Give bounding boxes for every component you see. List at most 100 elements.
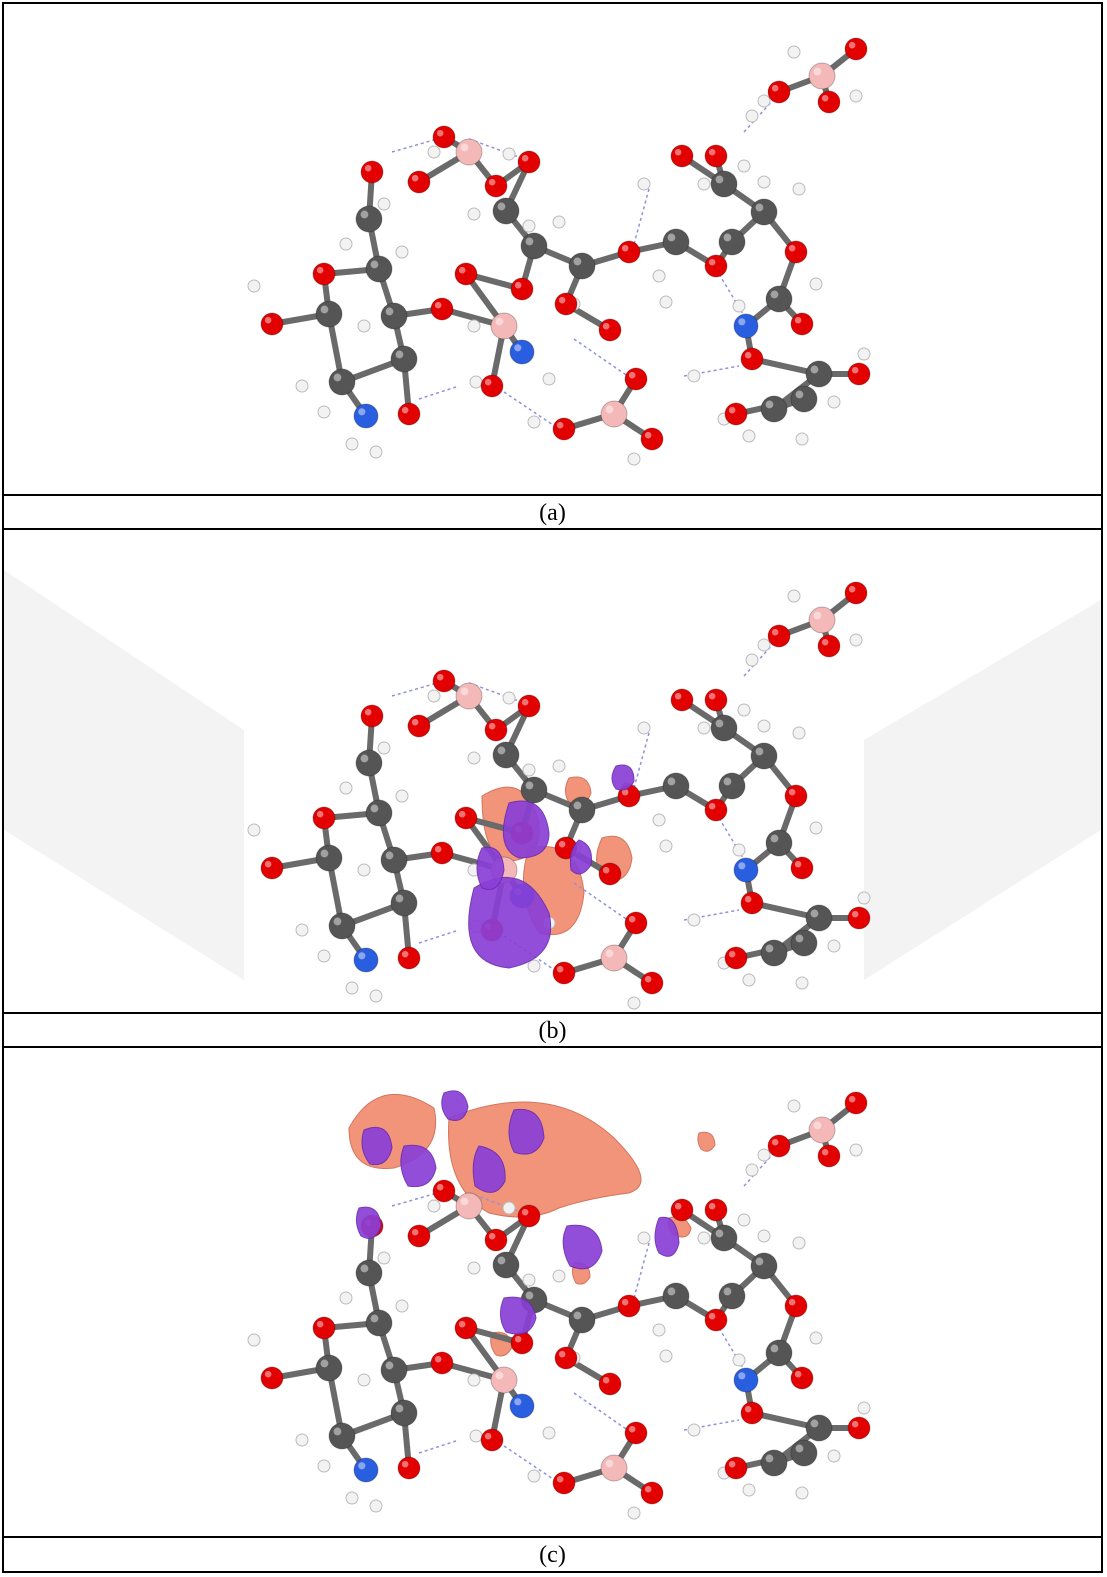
hydrogen-atom [369, 1499, 383, 1513]
hydrogen-atom [737, 1213, 751, 1227]
nitrogen-atom [733, 313, 759, 339]
oxygen-atom [552, 961, 576, 985]
hydrogen-atom [787, 589, 801, 603]
oxygen-atom [484, 718, 508, 742]
carbon-atom [760, 395, 788, 423]
hydrogen-atom [849, 633, 863, 647]
carbon-atom [710, 714, 738, 742]
boron-atom [808, 62, 836, 90]
oxygen-atom [790, 1366, 814, 1390]
hydrogen-atom [737, 703, 751, 717]
carbon-atom [568, 252, 596, 280]
hydrogen-atom [339, 1291, 353, 1305]
hydrogen-atom [787, 45, 801, 59]
carbon-atom [380, 846, 408, 874]
hydrogen-atom [317, 1459, 331, 1473]
oxygen-atom [624, 911, 648, 935]
hydrogen-atom [295, 1433, 309, 1447]
hydrogen-atom [627, 996, 641, 1010]
carbon-atom [315, 1354, 343, 1382]
boron-atom [808, 1116, 836, 1144]
oxygen-atom [767, 80, 791, 104]
oxygen-atom [790, 856, 814, 880]
hydrogen-atom [395, 789, 409, 803]
carbon-atom [718, 1282, 746, 1310]
oxygen-atom [360, 160, 384, 184]
hydrogen-atom [849, 89, 863, 103]
oxygen-atom [430, 1351, 454, 1375]
oxygen-atom [407, 1224, 431, 1248]
carbon-atom [750, 198, 778, 226]
hydrogen-atom [732, 299, 746, 313]
hydrogen-atom [827, 1449, 841, 1463]
hydrogen-atom [377, 197, 391, 211]
oxygen-atom [617, 240, 641, 264]
oxygen-atom [817, 634, 841, 658]
isosurface-negative [508, 1108, 545, 1155]
hydrogen-atom [742, 1483, 756, 1497]
nitrogen-atom [509, 1393, 535, 1419]
hydrogen-atom [637, 177, 651, 191]
oxygen-atom [784, 784, 808, 808]
oxygen-atom [484, 174, 508, 198]
hydrogen-atom [737, 159, 751, 173]
hydrogen-atom [857, 347, 871, 361]
hydrogen-atom [795, 976, 809, 990]
carbon-atom [805, 360, 833, 388]
hydrogen-atom [849, 1143, 863, 1157]
hydrogen-atom [377, 1251, 391, 1265]
oxygen-atom [260, 1366, 284, 1390]
oxygen-atom [847, 362, 871, 386]
caption-a: (a) [4, 494, 1101, 530]
isosurface-negative [500, 1296, 537, 1335]
hydrogen-atom [357, 319, 371, 333]
oxygen-atom [432, 125, 456, 149]
oxygen-atom [397, 402, 421, 426]
hydrogen-atom [345, 981, 359, 995]
hydrogen-atom [339, 781, 353, 795]
hydrogen-atom [317, 949, 331, 963]
nitrogen-atom [509, 339, 535, 365]
carbon-atom [328, 1422, 356, 1450]
hydrogen-atom [522, 1273, 536, 1287]
carbon-atom [365, 1309, 393, 1337]
hydrogen-atom [792, 726, 806, 740]
hydrogen-atom [652, 269, 666, 283]
boron-atom [455, 1192, 483, 1220]
hydrogen-atom [697, 177, 711, 191]
hydrogen-atom [809, 821, 823, 835]
oxygen-atom [598, 318, 622, 342]
hydrogen-atom [637, 721, 651, 735]
oxygen-atom [784, 1294, 808, 1318]
oxygen-atom [554, 1346, 578, 1370]
isosurface-negative [472, 1145, 506, 1193]
hydrogen-atom [427, 145, 441, 159]
hydrogen-atom [757, 638, 771, 652]
nitrogen-atom [353, 403, 379, 429]
oxygen-atom [552, 417, 576, 441]
oxygen-atom [704, 798, 728, 822]
hydrogen-atom [395, 1299, 409, 1313]
hydrogen-atom [467, 319, 481, 333]
oxygen-atom [312, 1316, 336, 1340]
carbon-atom [760, 939, 788, 967]
carbon-atom [718, 772, 746, 800]
boron-atom [490, 312, 518, 340]
hydrogen-atom [795, 1486, 809, 1500]
carbon-atom [365, 255, 393, 283]
hydrogen-atom [467, 1373, 481, 1387]
hydrogen-atom [757, 1148, 771, 1162]
isosurface-negative [611, 764, 635, 791]
hydrogen-atom [757, 94, 771, 108]
carbon-atom [765, 285, 793, 313]
hydrogen-atom [357, 1373, 371, 1387]
boron-atom [600, 1454, 628, 1482]
oxygen-atom [847, 1416, 871, 1440]
oxygen-atom [617, 1294, 641, 1318]
oxygen-atom [844, 581, 868, 605]
hydrogen-atom [857, 1401, 871, 1415]
hydrogen-atom [659, 295, 673, 309]
carbon-atom [790, 929, 818, 957]
carbon-atom [315, 300, 343, 328]
oxygen-atom [670, 688, 694, 712]
